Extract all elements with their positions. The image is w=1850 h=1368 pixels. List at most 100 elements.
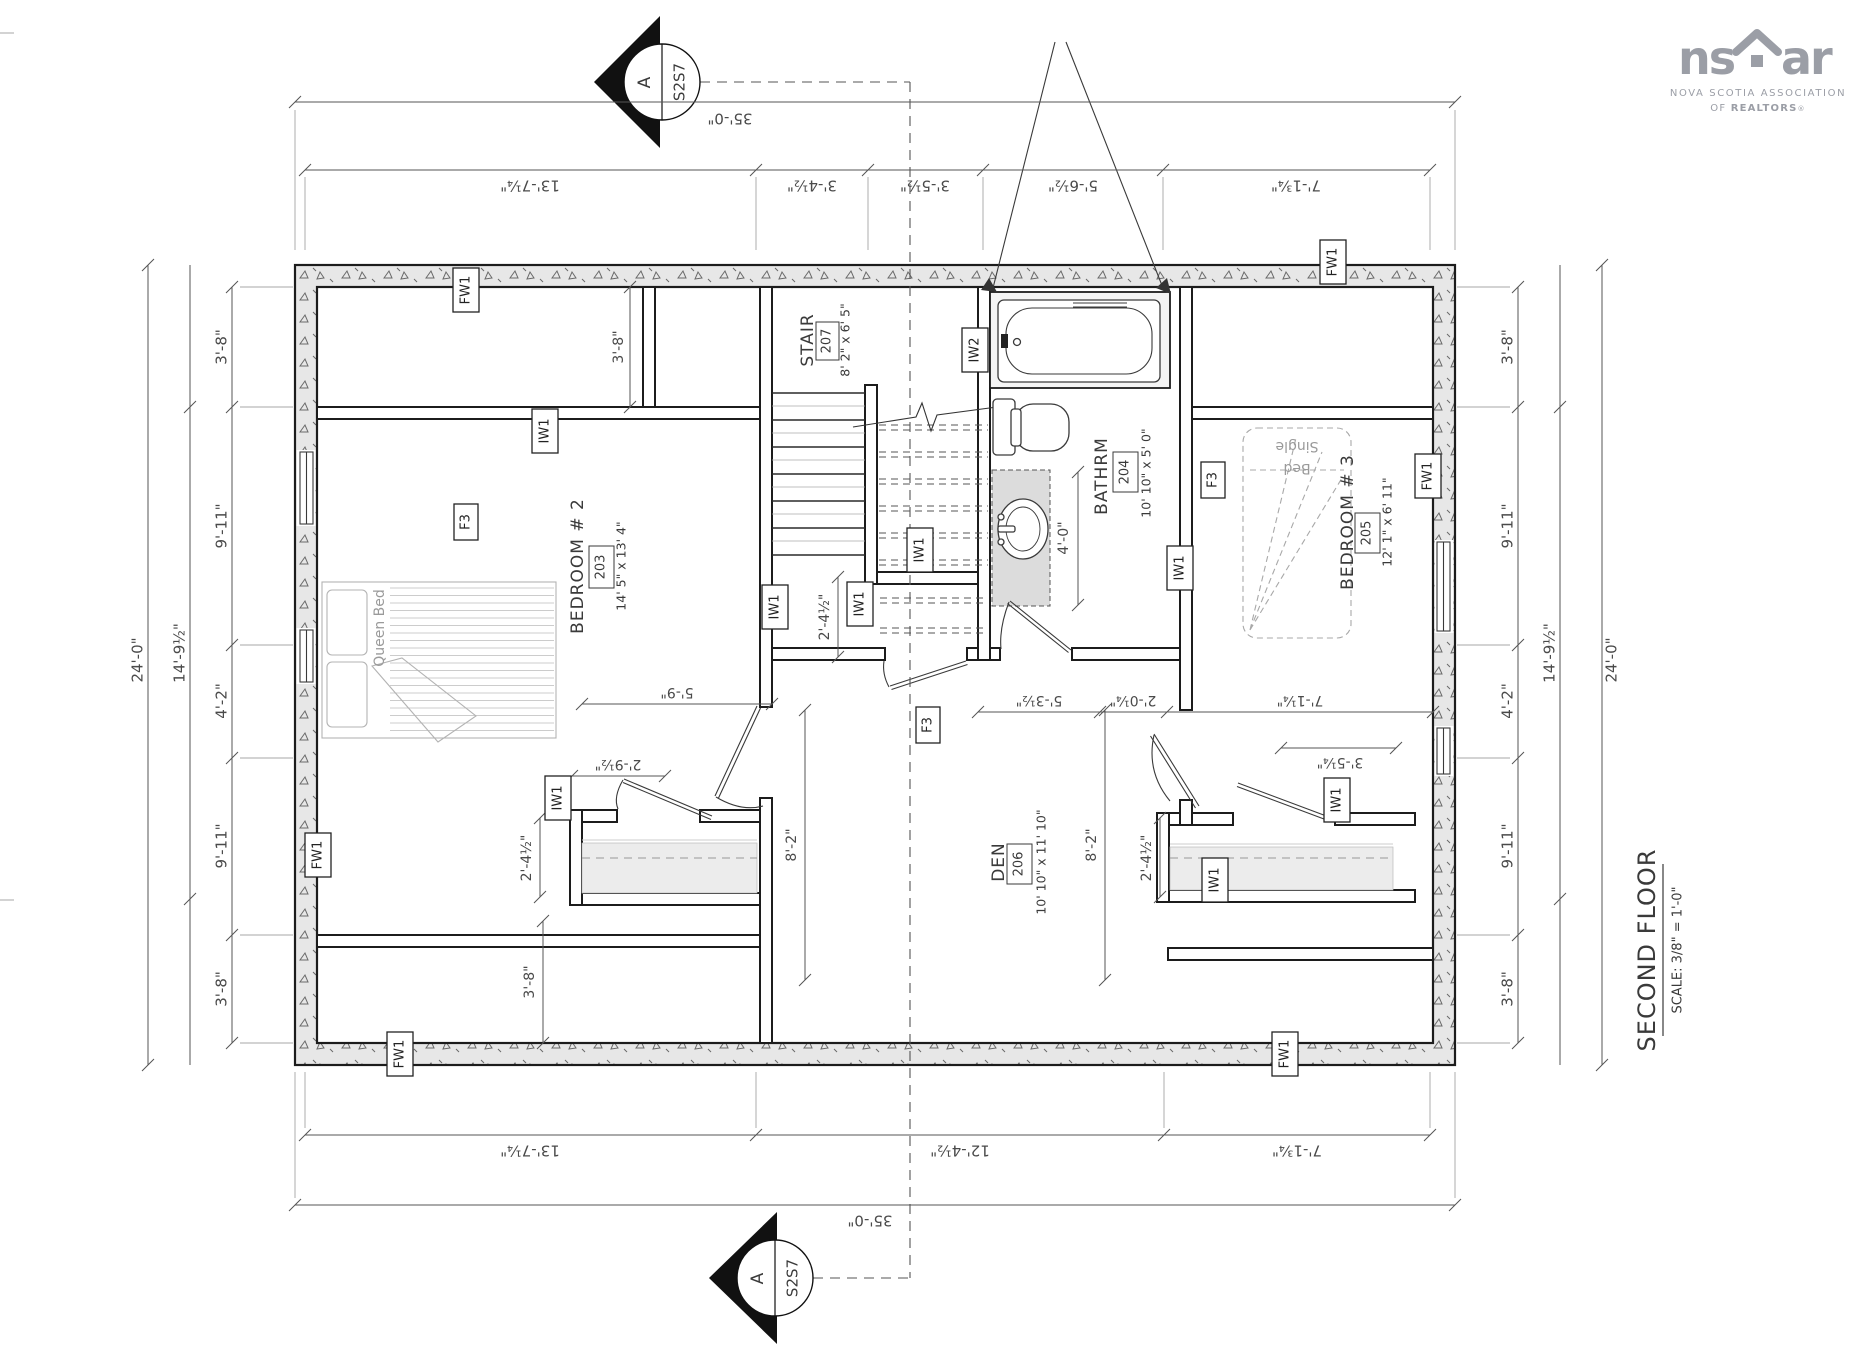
tag-f3: F3 — [1200, 461, 1226, 499]
svg-text:203: 203 — [594, 555, 609, 580]
svg-text:F3: F3 — [1206, 472, 1221, 488]
dim-bottom-seg: 12'-4½" — [930, 1142, 990, 1160]
tag-fw1: FW1 — [452, 267, 480, 313]
svg-text:STAIR: STAIR — [798, 313, 818, 366]
dimensions-right: 24'-0" 14'-9½" 3'-8" 9'-11" 4'-2" 9'-11"… — [1457, 258, 1621, 1072]
tag-iw1: IW1 — [1201, 857, 1229, 903]
dim-left-seg: 3'-8" — [213, 971, 231, 1007]
dimensions-left: 24'-0" 14'-9½" 3'-8" 9'-11" 4'-2" 9'-11"… — [129, 258, 293, 1072]
dim-top-seg: 7'-1¾" — [1271, 177, 1321, 195]
svg-text:IW1: IW1 — [551, 786, 566, 811]
dim-closet-opening: 2'-9½" — [595, 756, 642, 772]
door-closet-right — [1236, 782, 1330, 822]
room-label-bathroom: BATHRM 204 10' 10" x 5' 0" — [1092, 428, 1154, 517]
section-marker-bottom: A S2S7 — [709, 1212, 814, 1344]
section-sheet: S2S7 — [671, 63, 689, 101]
svg-text:F3: F3 — [459, 514, 474, 530]
dim-attic-bottom: 3'-8" — [522, 965, 538, 998]
door-bedroom2 — [714, 705, 764, 809]
dim-top-seg: 3'-4½" — [787, 177, 837, 195]
tag-iw1: IW1 — [1166, 545, 1194, 591]
svg-text:FW1: FW1 — [1421, 462, 1436, 491]
svg-text:FW1: FW1 — [393, 1040, 408, 1069]
section-letter: A — [635, 76, 655, 89]
section-marker-top: A S2S7 — [594, 16, 701, 148]
dim-hall: 5'-3½" — [1016, 692, 1063, 708]
blanket-fold — [371, 657, 477, 743]
logo-ar: ar — [1781, 31, 1833, 85]
door-bathroom — [1000, 600, 1072, 653]
room-label-bedroom2: BEDROOM # 2 203 14' 5" x 13' 4" — [568, 498, 629, 634]
drawing-title: SECOND FLOOR — [1633, 849, 1661, 1052]
tag-fw1: FW1 — [1414, 453, 1442, 499]
dim-closet-right-depth: 2'-4½" — [1139, 835, 1155, 882]
tag-iw1: IW1 — [544, 775, 572, 821]
queen-bed-label: Queen Bed — [372, 589, 388, 667]
logo-subtitle-2: OF REALTORS® — [1710, 103, 1805, 114]
section-sheet: S2S7 — [784, 1259, 802, 1297]
svg-text:IW1: IW1 — [1208, 868, 1223, 893]
dim-bottom-overall: 35'-0" — [847, 1212, 892, 1230]
leader-lines — [992, 41, 1164, 289]
dim-stair-closet: 2'-4½" — [817, 594, 833, 641]
svg-text:205: 205 — [1360, 521, 1375, 546]
queen-bed: Queen Bed — [321, 581, 557, 743]
dimensions-interior: 3'-8" 2'-4½" 5'-9" 2'-9½" 2'-4½" 2'-4½" … — [519, 280, 1440, 1050]
room-labels: BEDROOM # 2 203 14' 5" x 13' 4" BATHRM 2… — [568, 303, 1395, 914]
nsar-logo: ns ar NOVA SCOTIA ASSOCIATION OF REALTOR… — [1670, 29, 1845, 114]
sheet-edge-marks — [0, 32, 14, 901]
section-cut-line — [700, 41, 1171, 1279]
dim-left-seg: 9'-11" — [213, 503, 231, 548]
svg-text:204: 204 — [1118, 460, 1133, 485]
svg-text:8' 2" x 6' 5": 8' 2" x 6' 5" — [838, 303, 853, 376]
svg-text:IW1: IW1 — [853, 592, 868, 617]
tag-f3: F3 — [915, 706, 941, 744]
dim-left-seg: 3'-8" — [213, 329, 231, 365]
dim-left-sub: 14'-9½" — [171, 623, 189, 683]
bathtub — [989, 291, 1171, 389]
bathroom-fixtures — [989, 291, 1171, 607]
svg-text:IW1: IW1 — [768, 595, 783, 620]
svg-text:IW2: IW2 — [968, 338, 983, 363]
dim-den-right: 8'-2" — [1084, 828, 1100, 861]
dim-bed3-width: 7'-1¼" — [1277, 692, 1324, 708]
svg-text:206: 206 — [1012, 852, 1027, 877]
dim-right-overall: 24'-0" — [1603, 637, 1621, 682]
dim-top-seg: 5'-6½" — [1048, 177, 1098, 195]
wall-tags: FW1 FW1 FW1 FW1 FW1 FW1 IW1 IW1 IW1 IW1 … — [304, 239, 1442, 1077]
dim-closet-right-width: 3'-5¼" — [1317, 754, 1364, 770]
dim-left-overall: 24'-0" — [129, 637, 147, 682]
tag-fw1: FW1 — [304, 832, 332, 878]
svg-text:BEDROOM # 2: BEDROOM # 2 — [568, 498, 588, 634]
closet-left — [581, 839, 758, 894]
dim-bottom-seg: 7'-1¾" — [1272, 1142, 1322, 1160]
dim-right-seg: 3'-8" — [1499, 329, 1517, 365]
svg-text:BATHRM: BATHRM — [1092, 437, 1112, 515]
doors — [615, 600, 1330, 822]
svg-text:IW1: IW1 — [913, 538, 928, 563]
tag-fw1: FW1 — [1271, 1031, 1299, 1077]
tag-f3: F3 — [453, 503, 479, 541]
stairs — [772, 392, 998, 566]
toilet — [992, 398, 1070, 456]
svg-text:FW1: FW1 — [1326, 248, 1341, 277]
dimensions-top: 35'-0" 13'-7¼" 3'-4½" 3'-5½" 5'-6½" 7'-1… — [288, 95, 1462, 250]
dim-right-sub: 14'-9½" — [1541, 623, 1559, 683]
window-right-upper — [1434, 540, 1454, 633]
dim-top-seg: 3'-5½" — [900, 177, 950, 195]
dim-bottom-seg: 13'-7¼" — [500, 1142, 560, 1160]
stair-break-line — [852, 401, 998, 433]
dim-vanity: 4'-0" — [1056, 521, 1072, 554]
svg-text:FW1: FW1 — [311, 841, 326, 870]
single-bed: Bed Single — [1242, 427, 1352, 639]
dim-bed2-wall: 5'-9" — [660, 684, 693, 700]
dim-right-seg: 3'-8" — [1499, 971, 1517, 1007]
window-right-lower — [1434, 726, 1454, 776]
svg-text:FW1: FW1 — [459, 276, 474, 305]
drawing-scale: SCALE: 3/8" = 1'-0" — [1671, 886, 1686, 1013]
svg-text:F3: F3 — [921, 717, 936, 733]
exterior-walls — [293, 263, 1457, 1067]
dim-top-seg: 13'-7¼" — [500, 177, 560, 195]
